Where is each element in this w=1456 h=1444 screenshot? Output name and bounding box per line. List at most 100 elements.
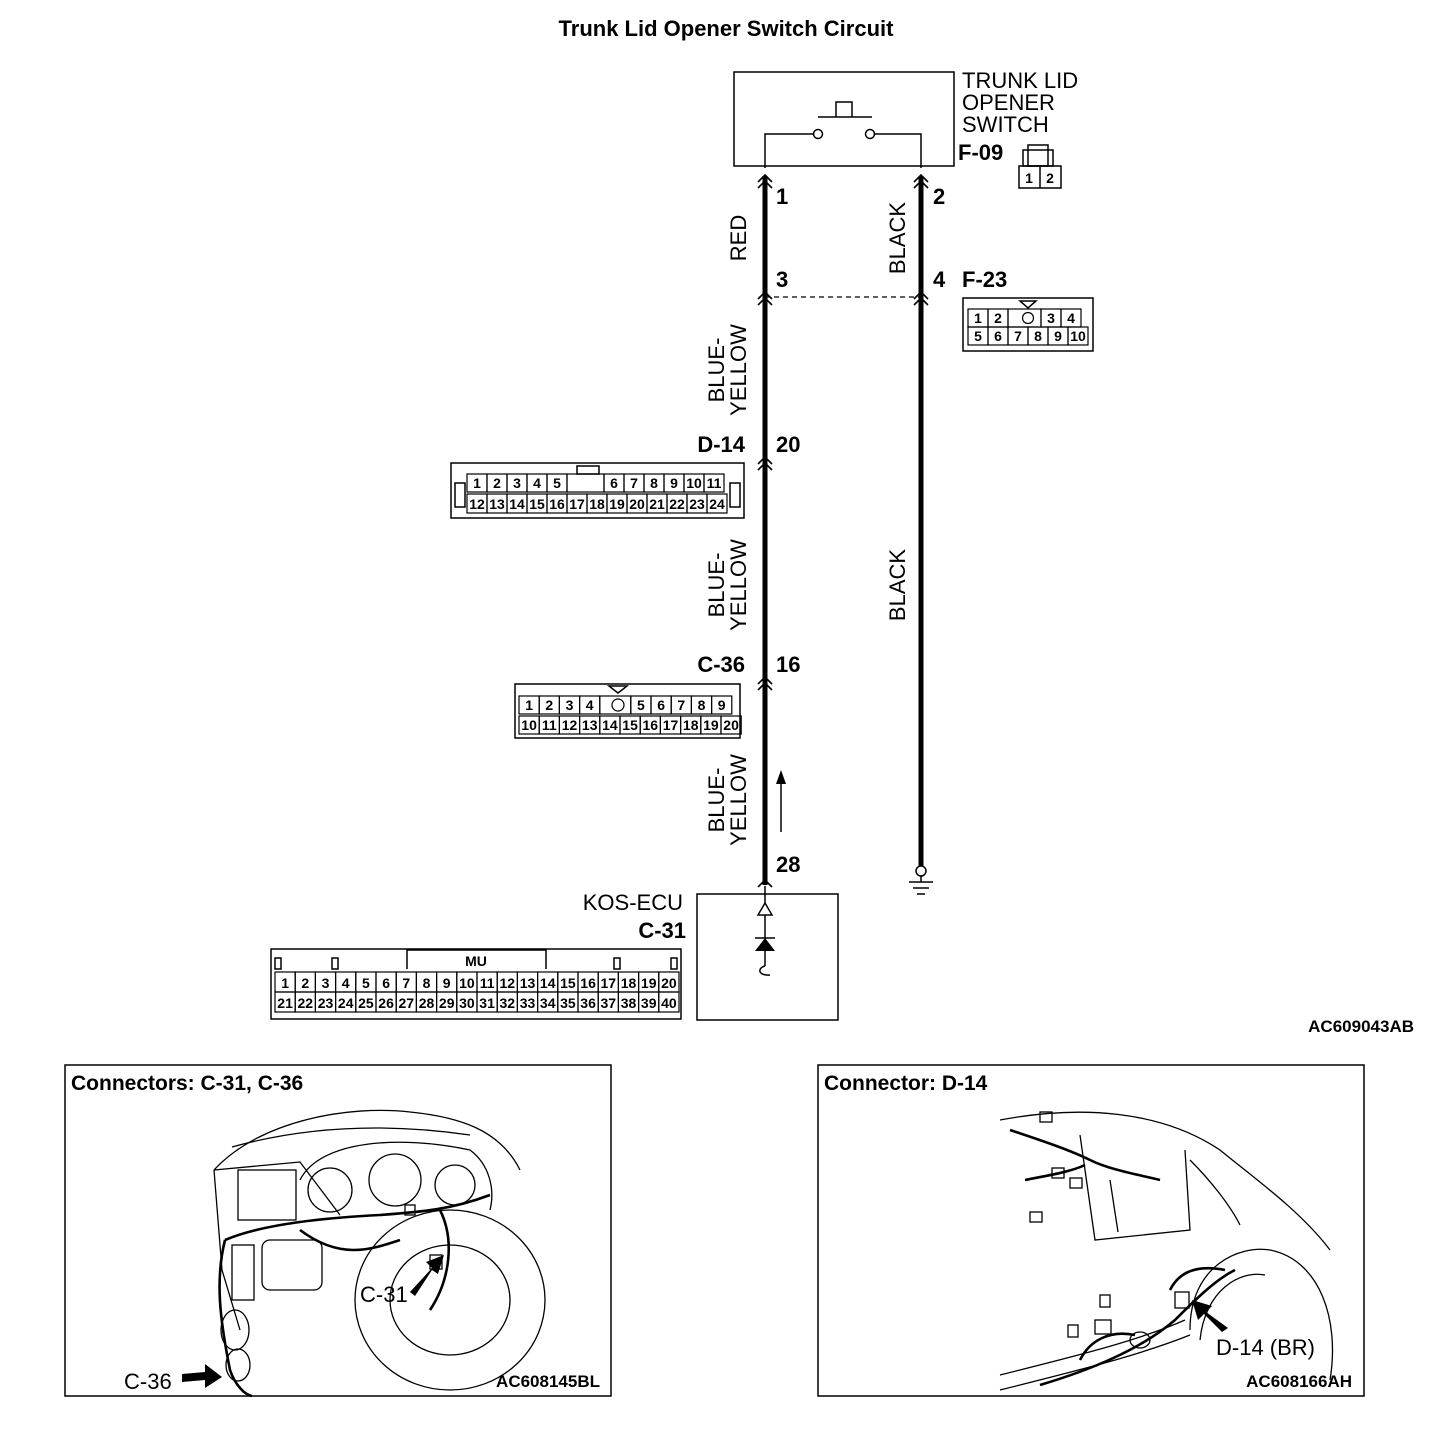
c31-pin-label: 30 xyxy=(459,995,475,1011)
d14-cell xyxy=(703,473,725,493)
f23-pin-label: 9 xyxy=(1054,328,1062,344)
c36-pin-label: 1 xyxy=(525,697,533,713)
c36-pin-label: 3 xyxy=(566,697,574,713)
c36-pin-label: 9 xyxy=(718,697,726,713)
f23-key-circle xyxy=(1021,311,1035,325)
c31-pin-label: 16 xyxy=(580,975,596,991)
d14-pin-label: 13 xyxy=(489,496,505,512)
c36-pin-label: 19 xyxy=(703,717,719,733)
d14-pin-label: 24 xyxy=(709,496,725,512)
f23-pin-label: 5 xyxy=(974,328,982,344)
c36-key-cell xyxy=(599,695,632,715)
pin-2: 2 xyxy=(933,184,945,209)
f23-pin-label: 1 xyxy=(974,310,982,326)
d14-key-cell xyxy=(566,473,605,493)
f23-pin-label: 4 xyxy=(1067,310,1075,326)
d14-pin-label: 10 xyxy=(686,475,702,491)
switch-connector-label: F-09 xyxy=(958,140,1003,165)
c31-pin-label: 40 xyxy=(661,995,677,1011)
diagram-title: Trunk Lid Opener Switch Circuit xyxy=(559,16,895,41)
d14-pin-label: 18 xyxy=(589,496,605,512)
pin-28: 28 xyxy=(776,852,800,877)
d14-pin-label: 1 xyxy=(473,475,481,491)
chevron-mark xyxy=(757,675,773,691)
d14-pin-label: 8 xyxy=(650,475,658,491)
d14-pin-label: 20 xyxy=(629,496,645,512)
c31-pin-label: 6 xyxy=(382,975,390,991)
c36-key-circle xyxy=(611,698,625,712)
c36-pin-label: 16 xyxy=(643,717,659,733)
kos-ecu xyxy=(696,886,839,1021)
panel-connector-d14: Connector: D-14 xyxy=(817,1064,1365,1397)
c36-pin-label: 11 xyxy=(542,717,557,733)
c31-pin-label: 13 xyxy=(520,975,536,991)
c31-pin-label: 21 xyxy=(277,995,293,1011)
pin-16: 16 xyxy=(776,652,800,677)
c36-pin-label: 20 xyxy=(723,717,739,733)
d14-pin-label: 16 xyxy=(549,496,565,512)
c36-pin-label: 7 xyxy=(677,697,685,713)
d14-pin-label: 12 xyxy=(469,496,485,512)
c31-pin-label: 10 xyxy=(459,975,475,991)
d14-label: D-14 xyxy=(697,432,745,457)
c36-pin-label: 8 xyxy=(698,697,706,713)
f23-cell xyxy=(1067,326,1089,346)
c31-pin-label: 36 xyxy=(580,995,596,1011)
chevron-mark xyxy=(757,290,773,306)
pin-3: 3 xyxy=(776,267,788,292)
panel-right-code: AC608166AH xyxy=(1246,1372,1352,1391)
c31-pin-label: 11 xyxy=(480,975,495,991)
c36-pin-label: 10 xyxy=(521,717,537,733)
wire-label-blue-yellow-2a: BLUE- xyxy=(704,553,729,618)
c31-pin-label: 37 xyxy=(601,995,617,1011)
d14-pin-label: 22 xyxy=(669,496,685,512)
d14-pin-label: 17 xyxy=(569,496,585,512)
switch-name-line-2: OPENER xyxy=(962,90,1055,115)
callout-d14: D-14 (BR) xyxy=(1216,1335,1315,1360)
trunk-lid-opener-switch: TRUNK LID OPENER SWITCH F-09 1 2 xyxy=(733,68,1078,189)
panel-left-title: Connectors: C-31, C-36 xyxy=(71,1072,303,1095)
f23-pin-label: 2 xyxy=(994,310,1002,326)
c31-tab-label: MU xyxy=(465,953,487,969)
c31-pin-label: 28 xyxy=(419,995,435,1011)
c31-pin-label: 20 xyxy=(661,975,677,991)
pin-20: 20 xyxy=(776,432,800,457)
c31-pin-label: 9 xyxy=(443,975,451,991)
c36-pin-label: 14 xyxy=(602,717,618,733)
d14-pin-label: 7 xyxy=(630,475,638,491)
c31-pin-label: 3 xyxy=(322,975,330,991)
c36-pin-label: 13 xyxy=(582,717,598,733)
wire-label-blue-yellow-3a: BLUE- xyxy=(704,768,729,833)
d14-pin-label: 9 xyxy=(670,475,678,491)
c36-cell xyxy=(710,695,733,715)
d14-cell xyxy=(706,493,728,514)
wire-label-red: RED xyxy=(726,215,751,261)
d14-pin-label: 23 xyxy=(689,496,705,512)
pin-4: 4 xyxy=(933,267,946,292)
wire-label-blue-yellow-2b: YELLOW xyxy=(726,539,751,631)
pin-1: 1 xyxy=(776,184,788,209)
d14-pin-label: 21 xyxy=(649,496,665,512)
c36-pin-label: 4 xyxy=(586,697,594,713)
wire-label-blue-yellow-1: BLUE- YELLOW xyxy=(704,324,751,416)
wire-label-blue-yellow-3: BLUE- YELLOW xyxy=(704,754,751,846)
d14-pin-label: 5 xyxy=(553,475,561,491)
d14-pin-label: 4 xyxy=(533,475,541,491)
c36-label: C-36 xyxy=(697,652,745,677)
f09-pin-2: 2 xyxy=(1046,170,1054,186)
wire-label-blue-yellow-1a: BLUE- xyxy=(704,338,729,403)
f09-connector-face: 1 2 xyxy=(1018,144,1062,189)
connector-chevrons xyxy=(757,173,929,888)
c36-pin-label: 17 xyxy=(663,717,679,733)
c31-cell xyxy=(658,991,680,1013)
chevron-mark xyxy=(913,290,929,306)
f23-label: F-23 xyxy=(962,267,1007,292)
c31-pin-label: 32 xyxy=(500,995,516,1011)
c31-pin-label: 15 xyxy=(560,975,576,991)
c31-pin-label: 38 xyxy=(621,995,637,1011)
wire-label-black-upper: BLACK xyxy=(885,202,910,274)
